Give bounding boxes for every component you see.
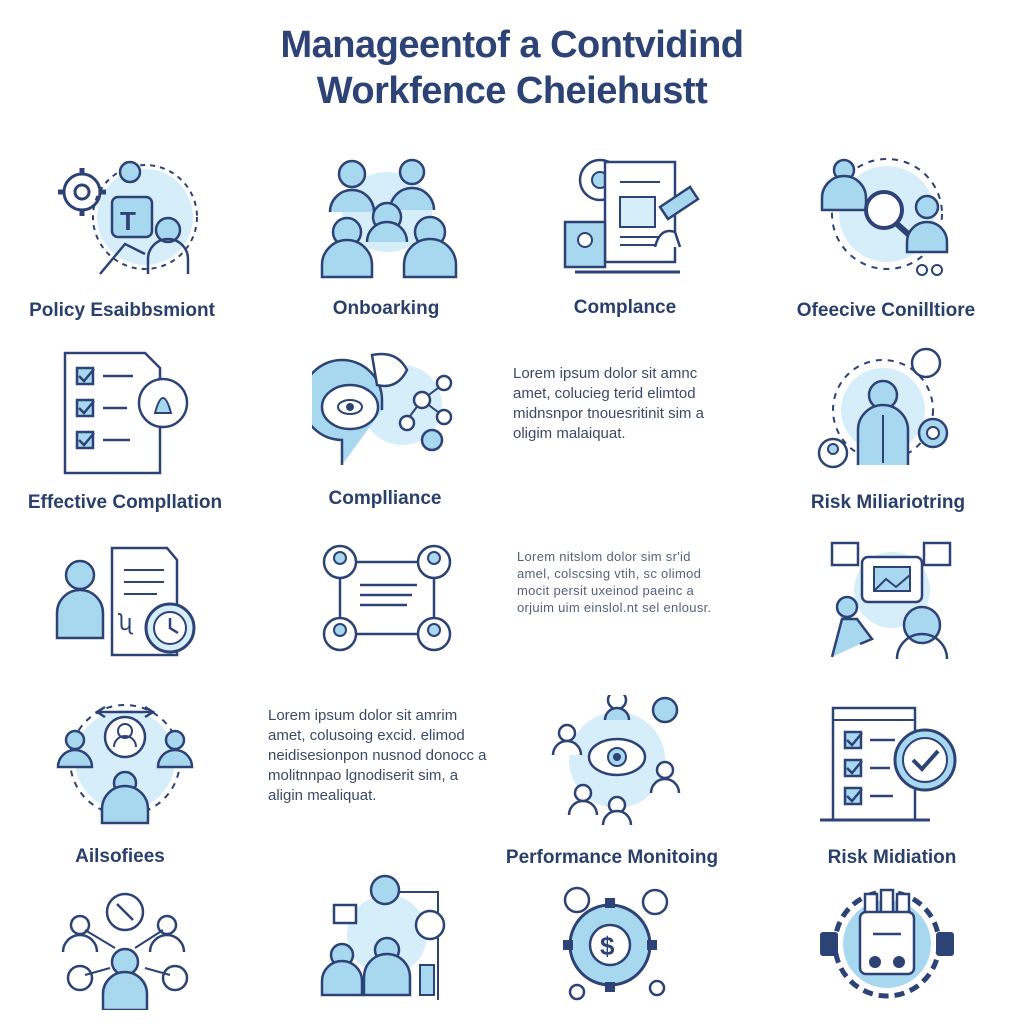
gear-dollar-icon: $: [555, 880, 705, 1010]
gears-team-icon: T: [50, 152, 200, 282]
paragraph-line: Lorem ipsum dolor sit amnc: [513, 365, 698, 382]
paragraph-line: aligin mealiquat.: [268, 787, 377, 804]
robot-gear-icon: [815, 882, 965, 1012]
label-effective: Effective Compllation: [27, 492, 223, 513]
paragraph-line: Lorem ipsum dolor sit amrim: [268, 707, 458, 724]
checklist-document-icon: [55, 348, 205, 478]
label-performance: Performance Monitoing: [505, 847, 719, 868]
network-people-icon: [312, 540, 462, 670]
paragraph-line: neidisesionpon nusnod donocc a: [268, 747, 487, 764]
team-meeting-icon: [312, 152, 462, 282]
paragraph-line: midnsnpor tnouesritinit sim a: [513, 405, 704, 422]
paragraph-line: mocit persit uxeinod paeinc a: [517, 583, 695, 598]
label-onboarking: Onboarking: [332, 298, 440, 319]
label-risk-mitigation: Risk Midiation: [827, 847, 957, 868]
eye-gear-people-icon: [545, 695, 695, 825]
paragraph-2: Lorem nitslom dolor sim sr'id amel, cols…: [517, 548, 757, 616]
label-ofeecive: Ofeecive Conilltiore: [796, 300, 976, 321]
team-circle-icon: [50, 695, 200, 825]
label-policy: Policy Esaibbsmiont: [29, 300, 215, 321]
leader-network-icon: [808, 345, 958, 475]
head-eye-icon: [312, 345, 462, 475]
paragraph-3: Lorem ipsum dolor sit amrim amet, coluso…: [268, 706, 508, 806]
paragraph-line: amet, colusoing excid. elimod: [268, 727, 465, 744]
paragraph-1: Lorem ipsum dolor sit amnc amet, colucie…: [513, 364, 753, 444]
label-ailsofiees: Ailsofiees: [75, 846, 165, 867]
page-title: Manageentof a Contvidind Workfence Cheie…: [0, 22, 1024, 114]
team-conflict-icon: [55, 880, 205, 1010]
hierarchy-team-icon: [312, 870, 462, 1000]
paragraph-line: amet, colucieg terid elimtod: [513, 385, 696, 402]
svg-text:ʯ: ʯ: [118, 611, 134, 636]
paragraph-line: oligim malaiquat.: [513, 425, 626, 442]
label-risk-monitoring: Risk Miliariotring: [810, 492, 966, 513]
svg-text:$: $: [600, 931, 615, 961]
svg-text:T: T: [120, 206, 136, 236]
paragraph-line: Lorem nitslom dolor sim sr'id: [517, 549, 691, 564]
paragraph-line: orjuim uim einslol.nt sel enlousr.: [517, 600, 712, 615]
label-compliance: Complance: [573, 297, 677, 318]
person-clock-document-icon: ʯ: [52, 540, 202, 670]
label-complliance: Complliance: [328, 488, 442, 509]
paragraph-line: molitnnpao lgnodiserit sim, a: [268, 767, 459, 784]
presentation-team-icon: [812, 535, 962, 665]
paragraph-line: amel, colscsing vtih, sc olimod: [517, 566, 702, 581]
checklist-screen-icon: [815, 700, 965, 830]
title-line-1: Manageentof a Contvidind: [280, 24, 745, 66]
compliance-document-icon: [560, 152, 710, 282]
title-line-2: Workfence Cheiehustt: [316, 70, 708, 112]
magnifier-people-icon: [812, 152, 962, 282]
